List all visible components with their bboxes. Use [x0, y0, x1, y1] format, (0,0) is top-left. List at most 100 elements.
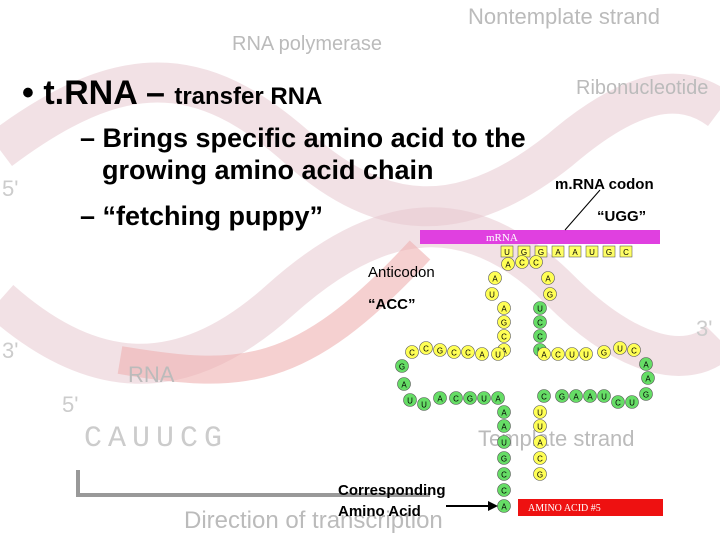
- anticodon-sequence: “ACC”: [368, 296, 416, 313]
- right-arm-base-letter: U: [617, 345, 623, 354]
- stem-base-letter: C: [501, 333, 507, 342]
- right-arm-base-letter: U: [629, 399, 635, 408]
- stem-base-letter: C: [537, 319, 543, 328]
- three-prime-label-1: 3': [2, 338, 18, 363]
- right-arm-base-letter: A: [573, 393, 579, 402]
- right-arm-base-letter: U: [583, 351, 589, 360]
- anticodon-loop-base-letter: C: [519, 259, 525, 268]
- direction-label: Direction of transcription: [184, 507, 443, 534]
- anticodon-label: Anticodon: [368, 264, 435, 281]
- left-arm-base-letter: C: [465, 349, 471, 358]
- left-arm-base: [395, 359, 409, 373]
- acceptor-stem-base-letter: A: [501, 503, 507, 512]
- right-arm-base: [625, 395, 639, 409]
- right-arm-base-letter: C: [555, 351, 561, 360]
- mrna-base: [568, 245, 582, 258]
- acceptor-stem-base-letter: C: [501, 487, 507, 496]
- sub-bullet-1-line-2: growing amino acid chain: [102, 155, 434, 185]
- trna-term: t.RNA: [43, 74, 137, 112]
- acceptor-stem-base: [497, 483, 511, 497]
- right-arm-base-letter: A: [541, 351, 547, 360]
- mrna-base: [602, 245, 616, 258]
- rna-label: RNA: [128, 362, 175, 387]
- right-arm-base-letter: G: [643, 391, 649, 400]
- right-arm-base: [565, 347, 579, 361]
- left-arm-base: [491, 347, 505, 361]
- left-arm-base: [397, 377, 411, 391]
- anticodon-loop-base: [515, 255, 529, 269]
- right-arm-base-letter: A: [645, 375, 651, 384]
- left-arm-base: [463, 391, 477, 405]
- acceptor-stem-base-letter: A: [537, 439, 543, 448]
- anticodon-loop-base: [543, 287, 557, 301]
- right-arm-base: [579, 347, 593, 361]
- acceptor-stem-base: [533, 467, 547, 481]
- stem-base: [497, 329, 511, 343]
- acceptor-stem-base-letter: G: [501, 455, 507, 464]
- right-arm-base: [551, 347, 565, 361]
- mrna-base-letter: U: [589, 248, 595, 257]
- anticodon-loop-base: [541, 271, 555, 285]
- stem-base: [533, 329, 547, 343]
- left-arm-base-letter: C: [409, 349, 415, 358]
- right-arm-base: [555, 389, 569, 403]
- mrna-base: [585, 245, 599, 258]
- anticodon-loop-base-letter: C: [533, 259, 539, 268]
- mrna-bar: [420, 230, 660, 244]
- mrna-codon-label: m.RNA codon: [555, 176, 654, 193]
- anticodon-loop-base-letter: G: [547, 291, 553, 300]
- left-arm-base-letter: C: [451, 349, 457, 358]
- anticodon-loop-base: [529, 255, 543, 269]
- left-arm-base: [417, 397, 431, 411]
- right-arm-base: [613, 341, 627, 355]
- stem-base-letter: A: [501, 347, 507, 356]
- five-prime-label-1: 5': [2, 176, 18, 201]
- right-arm-base: [537, 389, 551, 403]
- acceptor-stem-base: [533, 405, 547, 419]
- nontemplate-strand-label: Nontemplate strand: [468, 4, 660, 29]
- trna-cloverleaf: ACCAAUGAUGCCCAUCCGCCAUGAUUACGUAACUUGUCAA…: [395, 255, 655, 513]
- mrna-base: [551, 245, 565, 258]
- amino-label-line-2: Amino Acid: [338, 503, 421, 520]
- amino-label-line-1: Corresponding: [338, 482, 446, 499]
- mrna-base-letter: G: [606, 248, 612, 257]
- anticodon-loop-base-letter: A: [505, 261, 511, 270]
- left-arm-base-letter: U: [481, 395, 487, 404]
- stem-base: [533, 315, 547, 329]
- left-arm-base-letter: U: [421, 401, 427, 410]
- right-arm-base: [597, 389, 611, 403]
- right-arm-base: [537, 347, 551, 361]
- right-arm-base: [583, 389, 597, 403]
- acceptor-stem-base: [497, 435, 511, 449]
- stem-base: [497, 301, 511, 315]
- mrna-base: [500, 245, 514, 258]
- right-arm-base: [611, 395, 625, 409]
- mrna-base-letter: A: [555, 248, 561, 257]
- right-arm-base-letter: G: [601, 349, 607, 358]
- right-arm-base-letter: C: [541, 393, 547, 402]
- left-arm-base-letter: A: [495, 395, 501, 404]
- mrna-base: [619, 245, 633, 258]
- mrna-base: [534, 245, 548, 258]
- left-arm-base-letter: U: [495, 351, 501, 360]
- right-arm-base: [627, 343, 641, 357]
- acceptor-stem-base-letter: U: [537, 409, 543, 418]
- right-arm-base: [639, 357, 653, 371]
- left-arm-base: [403, 393, 417, 407]
- codon-pointer: [564, 189, 601, 231]
- mrna-bar-label: mRNA: [486, 232, 518, 244]
- left-arm-base-letter: A: [437, 395, 443, 404]
- stem-base: [533, 301, 547, 315]
- left-arm-base-letter: U: [407, 397, 413, 406]
- left-arm-base: [433, 391, 447, 405]
- anticodon-loop-base-letter: A: [545, 275, 551, 284]
- left-arm-base: [449, 391, 463, 405]
- stem-base-letter: G: [501, 319, 507, 328]
- acceptor-stem-base-letter: A: [501, 423, 507, 432]
- left-arm-base: [475, 347, 489, 361]
- helix-ribbon-1: [0, 62, 720, 227]
- main-bullet: • t.RNA – transfer RNA: [22, 74, 323, 112]
